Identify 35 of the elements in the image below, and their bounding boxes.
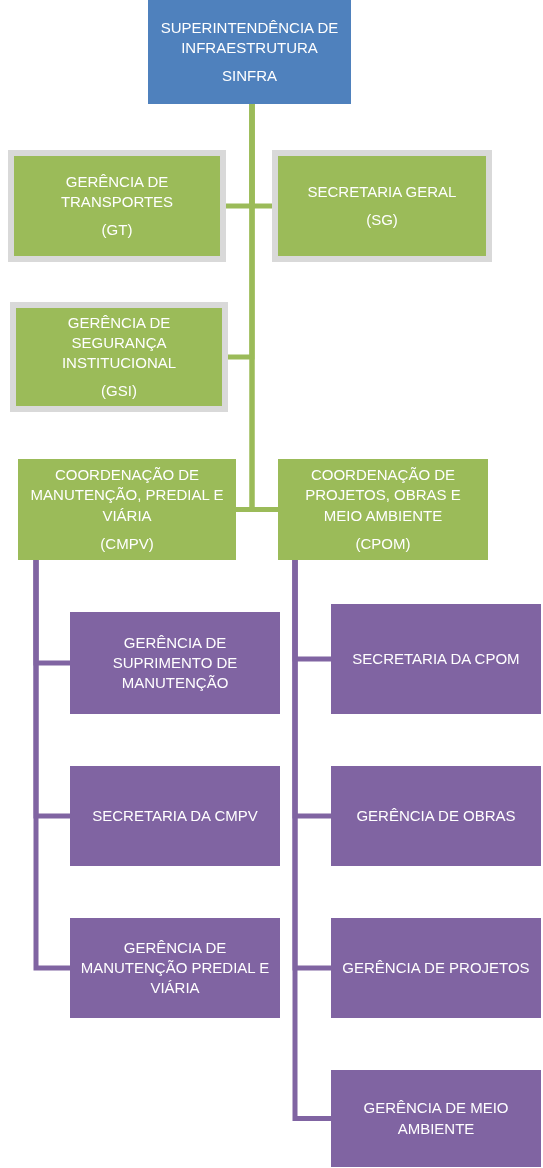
unit-box <box>331 604 541 714</box>
unit-box <box>70 918 280 1018</box>
unit-abbreviation: (SG) <box>366 210 398 230</box>
unit-name: GERÊNCIA DE OBRAS <box>356 805 516 826</box>
unit-name: GERÊNCIA DE MEIO AMBIENTE <box>362 1098 510 1139</box>
unit-box <box>70 612 280 714</box>
unit-name: GERÊNCIA DE SUPRIMENTO DE MANUTENÇÃO <box>111 632 239 694</box>
unit-abbreviation: (CMPV) <box>100 533 154 554</box>
unit-box <box>331 766 541 866</box>
unit-box <box>331 918 541 1018</box>
unit-abbreviation: (GT) <box>101 220 133 241</box>
unit-name: GERÊNCIA DE SEGURANÇA INSTITUCIONAL <box>60 312 178 373</box>
unit-name: SECRETARIA GERAL <box>307 181 457 202</box>
unit-box <box>70 766 280 866</box>
unit-box <box>331 1070 541 1167</box>
unit-abbreviation: SINFRA <box>222 66 277 87</box>
unit-abbreviation: (CPOM) <box>355 533 411 554</box>
department-box <box>272 150 492 262</box>
unit-name: GERÊNCIA DE TRANSPORTES <box>59 171 175 212</box>
coordination-box <box>18 459 236 560</box>
unit-name: COORDENAÇÃO DE MANUTENÇÃO, PREDIAL E VIÁRIA <box>29 465 225 526</box>
connector-line <box>249 104 278 512</box>
unit-name: SUPERINTENDÊNCIA DE INFRAESTRUTURA <box>159 17 340 58</box>
org-box <box>148 0 351 104</box>
unit-name: GERÊNCIA DE PROJETOS <box>342 957 530 978</box>
unit-name: COORDENAÇÃO DE PROJETOS, OBRAS E MEIO AMBIENTE <box>304 465 462 526</box>
unit-name: SECRETARIA DA CPOM <box>352 648 520 669</box>
department-box <box>10 302 228 412</box>
unit-abbreviation: (GSI) <box>101 381 137 402</box>
connector-line <box>33 560 70 971</box>
coordination-box <box>278 459 488 560</box>
connector-line <box>292 560 331 1121</box>
department-box <box>8 150 226 262</box>
unit-name: SECRETARIA DA CMPV <box>92 805 258 826</box>
unit-name: GERÊNCIA DE MANUTENÇÃO PREDIAL E VIÁRIA <box>79 937 271 999</box>
